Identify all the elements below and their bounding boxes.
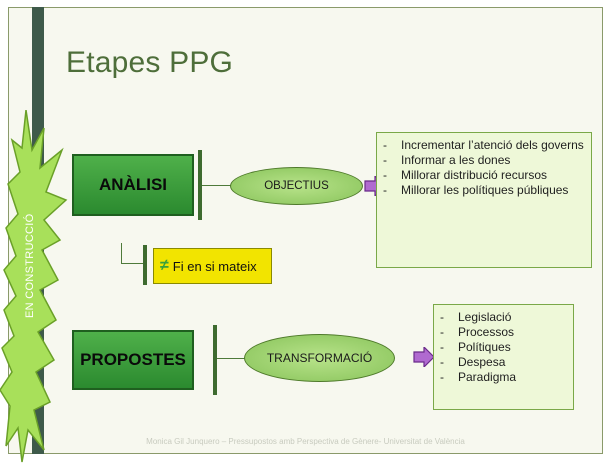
- fi-en-si-mateix-box: ≠ Fi en si mateix: [153, 248, 272, 284]
- list-item: Millorar distribució recursos: [383, 168, 585, 183]
- slide-title: Etapes PPG: [66, 46, 234, 79]
- transformacio-list-box: Legislació Processos Polítiques Despesa …: [433, 304, 574, 410]
- list-item: Polítiques: [440, 340, 567, 355]
- list-item: Paradigma: [440, 370, 567, 385]
- right-arrow-icon: [413, 347, 435, 367]
- list-item: Despesa: [440, 355, 567, 370]
- starburst-icon: [0, 110, 68, 463]
- construction-label: EN CONSTRUCCIÓ: [24, 213, 36, 318]
- propostes-connector-bar: [213, 325, 217, 395]
- objectius-ellipse: OBJECTIUS: [230, 167, 363, 205]
- footer-credit: Monica Gil Junquero – Pressupostos amb P…: [146, 437, 465, 446]
- fi-connector-horizontal: [121, 263, 143, 264]
- list-item: Legislació: [440, 310, 567, 325]
- list-item: Millorar les polítiques públiques: [383, 183, 585, 198]
- propostes-box: PROPOSTES: [72, 330, 194, 390]
- fi-connector-bar: [143, 245, 147, 285]
- analisi-box: ANÀLISI: [72, 154, 194, 216]
- transformacio-ellipse: TRANSFORMACIÓ: [244, 334, 395, 382]
- fi-en-si-mateix-label: Fi en si mateix: [172, 258, 257, 274]
- list-item: Incrementar l’atenció dels governs: [383, 138, 585, 153]
- analisi-connector-line: [202, 185, 232, 186]
- fi-connector-line: [121, 243, 122, 263]
- objectius-list: Incrementar l’atenció dels governs Infor…: [383, 138, 585, 198]
- list-item: Processos: [440, 325, 567, 340]
- analisi-connector-bar: [198, 150, 202, 220]
- list-item: Informar a les dones: [383, 153, 585, 168]
- transformacio-list: Legislació Processos Polítiques Despesa …: [440, 310, 567, 385]
- construction-label-wrap: EN CONSTRUCCIÓ: [24, 214, 40, 318]
- objectius-list-box: Incrementar l’atenció dels governs Infor…: [376, 132, 592, 268]
- not-equal-icon: ≠: [160, 257, 169, 274]
- propostes-connector-line: [217, 358, 245, 359]
